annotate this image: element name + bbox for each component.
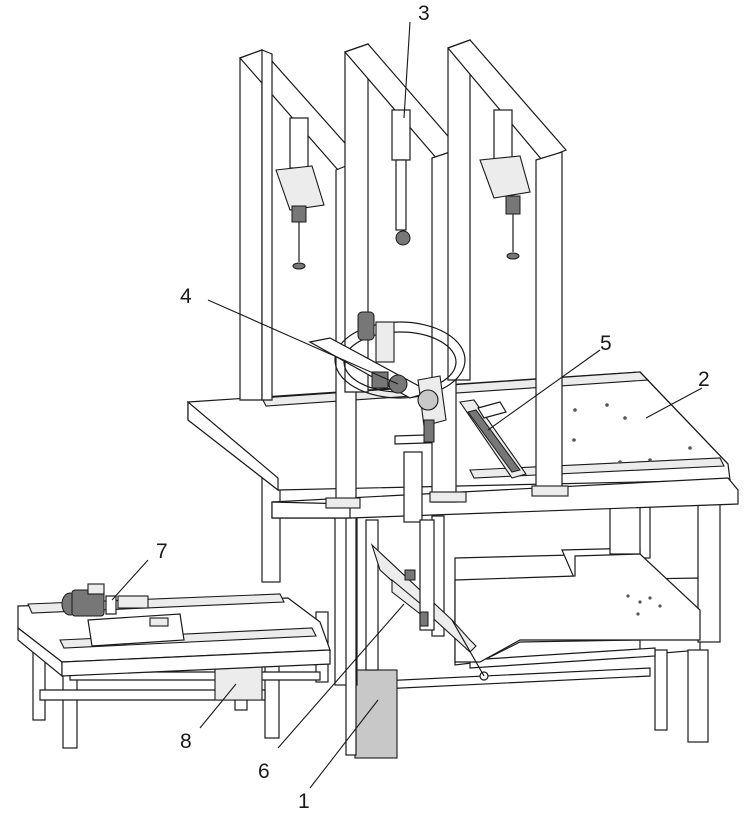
- motor-assembly: [61, 583, 185, 647]
- left-bench: [17, 583, 331, 749]
- front-table: [271, 477, 739, 759]
- leader-lines: [111, 21, 703, 789]
- label-8: 8: [180, 730, 192, 753]
- upright-frames: [238, 39, 569, 509]
- lift-mechanism: [365, 451, 489, 681]
- hanging-actuators: [275, 109, 531, 270]
- rotary-ring-assembly: [308, 311, 466, 443]
- label-6: 6: [258, 760, 270, 783]
- callout-labels: 3 2 4 5 7 8 6 1: [156, 2, 710, 813]
- label-4: 4: [180, 285, 192, 308]
- label-7: 7: [156, 540, 168, 563]
- label-5: 5: [600, 332, 612, 355]
- label-1: 1: [298, 790, 310, 813]
- linear-guide: [459, 399, 527, 479]
- label-3: 3: [418, 2, 430, 25]
- back-table: [187, 371, 731, 583]
- label-2: 2: [698, 368, 710, 391]
